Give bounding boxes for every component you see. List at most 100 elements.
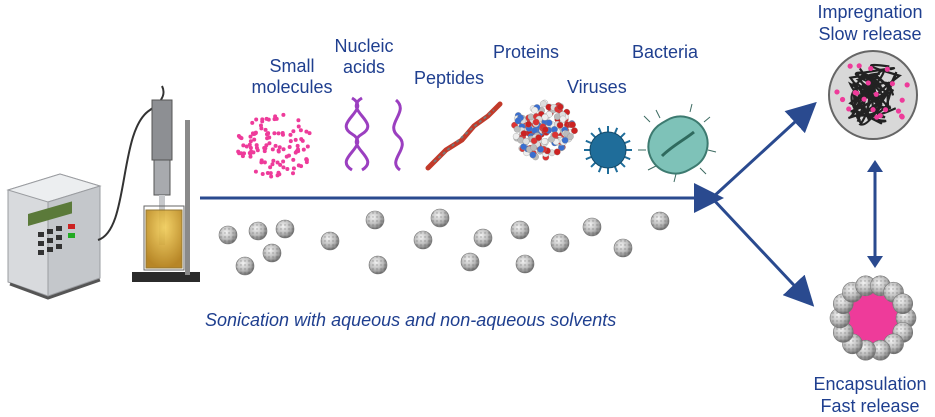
protein-atom (525, 120, 532, 128)
double-arrow-icon (867, 160, 883, 268)
payload-dot (870, 107, 876, 113)
silica-texture (516, 255, 534, 273)
small-molecule-dot (267, 141, 272, 146)
small-molecule-dot (299, 164, 304, 169)
protein-atom (551, 131, 559, 139)
small-molecule-dot (251, 150, 256, 155)
small-molecule-dot (242, 151, 247, 156)
pore-channel (853, 72, 880, 124)
silica-texture (369, 256, 387, 274)
payload-dot (861, 96, 867, 102)
small-molecule-dot (304, 129, 309, 134)
silica-texture (461, 253, 479, 271)
impregnation-particle-icon (828, 50, 918, 140)
small-molecule-dot (248, 145, 253, 150)
small-molecule-dot (241, 143, 246, 148)
label-peptides: Peptides (414, 68, 485, 88)
small-molecule-dot (278, 162, 283, 167)
small-molecule-dot (296, 124, 301, 129)
small-molecule-dot (288, 132, 293, 137)
small-molecule-dot (281, 159, 286, 164)
label-nucleic-acids: Nucleic acids (334, 36, 394, 77)
small-molecule-dot (285, 167, 290, 172)
payload-dot (847, 63, 853, 69)
small-molecule-dot (299, 137, 304, 142)
silica-texture (321, 232, 339, 250)
encapsulation-particle-icon (829, 275, 917, 361)
silica-texture (511, 221, 529, 239)
small-molecule-dot (253, 131, 258, 136)
protein-atom (559, 115, 567, 123)
label-bacteria: Bacteria (632, 42, 699, 62)
silica-texture (474, 229, 492, 247)
nanoparticle-cloud (218, 208, 670, 276)
payload-dot (889, 81, 896, 87)
small-molecule-dot (266, 117, 271, 122)
small-molecule-dot (248, 154, 253, 159)
peptide-chain-icon (425, 101, 503, 171)
small-molecule-dot (259, 126, 264, 131)
payload-dot (868, 65, 874, 72)
main-process-arrow (200, 101, 817, 307)
protein-atom (535, 134, 543, 142)
silica-texture (414, 231, 432, 249)
small-molecule-dot (270, 147, 275, 152)
payload-dot (834, 89, 840, 95)
small-molecule-dot (265, 136, 270, 141)
payload-dot (882, 107, 889, 113)
small-molecules-icon (236, 112, 312, 179)
protein-atom (530, 144, 538, 152)
small-molecule-dot (275, 160, 280, 165)
protein-atom (541, 138, 548, 145)
small-molecule-dot (284, 154, 289, 159)
protein-atom (541, 113, 549, 121)
small-molecule-dot (254, 117, 259, 122)
silica-texture (583, 218, 601, 236)
bacteria-icon (638, 103, 717, 183)
virus-capsid (589, 131, 627, 169)
protein-atom (520, 130, 528, 137)
label-fast-release: Fast release (820, 396, 920, 416)
payload-dot (854, 90, 860, 96)
small-molecule-dot (266, 131, 271, 136)
small-molecule-dot (253, 169, 258, 174)
payload-dot (884, 66, 890, 72)
protein-atom (569, 121, 576, 129)
small-molecule-dot (263, 127, 268, 132)
small-molecule-dot (250, 120, 255, 125)
small-molecule-dot (247, 142, 252, 147)
payload-dot (899, 114, 905, 120)
protein-atom (571, 127, 578, 135)
small-molecule-dot (298, 128, 303, 133)
protein-atom (514, 117, 522, 125)
payload-dot (873, 91, 879, 97)
protein-atom (537, 145, 544, 153)
protein-atom (513, 125, 521, 133)
small-molecule-dot (271, 158, 276, 163)
protein-atom (529, 151, 537, 159)
label-encapsulation: Encapsulation (813, 374, 927, 394)
small-molecule-dot (260, 117, 265, 122)
virus-icon (584, 126, 632, 174)
caption: Sonication with aqueous and non-aqueous … (205, 310, 617, 330)
sonicator-probe-stand (132, 99, 200, 282)
silica-texture (219, 226, 237, 244)
payload-dot (899, 97, 905, 103)
small-molecule-dot (254, 145, 259, 150)
small-molecule-dot (277, 145, 282, 150)
protein-atom (531, 106, 539, 114)
payload-dot (856, 63, 862, 69)
protein-icon (511, 99, 578, 161)
protein-atom (522, 137, 530, 145)
shell-texture (892, 293, 913, 314)
small-molecule-dot (270, 162, 275, 167)
protein-atom (556, 103, 564, 111)
small-molecule-dot (259, 160, 264, 165)
small-molecule-dot (301, 147, 306, 152)
small-molecule-dot (276, 131, 281, 136)
small-molecule-dot (305, 144, 310, 149)
small-molecule-dot (265, 170, 270, 175)
silica-texture (431, 209, 449, 227)
silica-texture (366, 211, 384, 229)
silica-texture (263, 244, 281, 262)
